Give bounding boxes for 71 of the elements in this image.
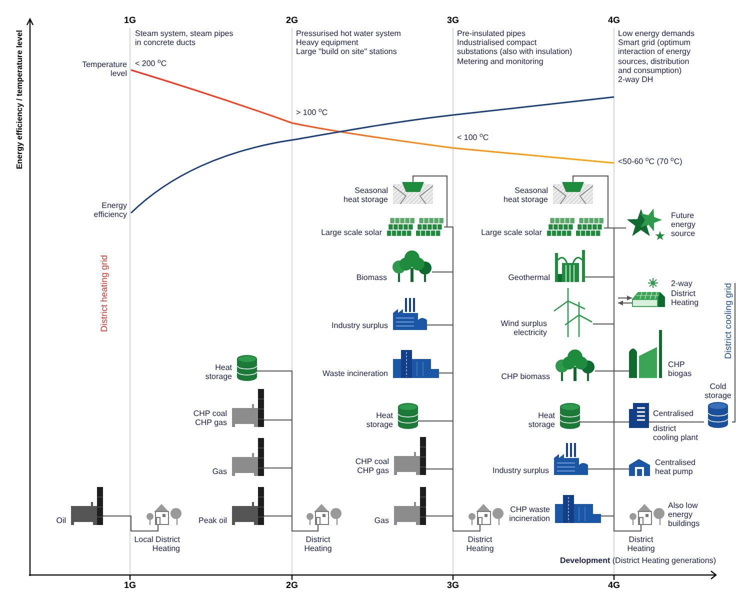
node-label: Heat storage	[365, 410, 393, 429]
node-label: CHP biogas	[668, 360, 693, 378]
node-label: Also low energy buildings	[668, 501, 701, 529]
node-label: Wind surplus electricity	[500, 318, 547, 337]
description-text: Low energy demands	[618, 29, 694, 38]
description-text: Smart grid (optimum interaction of energy sources, distribution and consumption)	[618, 38, 692, 75]
node-label: Centralised heat pump	[655, 458, 696, 476]
node-label: Peak oil	[198, 516, 227, 525]
node-label: Heat storage	[527, 410, 555, 429]
node-label: Geothermal	[508, 272, 550, 282]
pipe-line	[614, 468, 642, 532]
node-label: Industry surplus	[332, 320, 388, 330]
column-heading: 4G	[608, 15, 620, 26]
column-heading: 1G	[124, 15, 136, 26]
node-label: Seasonal heat storage	[502, 186, 548, 204]
node-label: Gas	[212, 466, 227, 476]
node-label: Gas	[374, 516, 389, 525]
node-label: Heat storage	[204, 362, 232, 381]
node-label: CHP coal	[193, 408, 227, 418]
node-label: Oil	[56, 516, 66, 525]
description-text: Steam system, steam pipes in concrete ducts	[135, 29, 234, 48]
pipe-line	[426, 516, 480, 532]
tower-building-icon	[629, 403, 649, 428]
node-label: Waste incineration	[322, 368, 388, 378]
axis-title: Energy efficiency / temperature level	[15, 30, 24, 170]
temperature-value: < 200 $^{o}$C	[135, 59, 167, 68]
grid-label: District heating grid	[99, 255, 110, 332]
node-label: Local District Heating	[133, 535, 180, 554]
node-label: CHP gas	[357, 466, 389, 475]
arrow	[618, 300, 632, 306]
curve-label: Temperature level	[81, 60, 127, 78]
node-label: Cold storage	[704, 382, 732, 400]
description-text: Industrialised compact substations (also with insulation)	[457, 38, 574, 57]
tick-label: 4G	[608, 580, 620, 590]
axis-title: Development (District Heating generations)	[560, 556, 716, 566]
node-label: district cooling plant	[653, 424, 699, 442]
pipe-line	[102, 516, 158, 532]
tick-label: 3G	[446, 580, 459, 590]
node-label: Industry surplus	[492, 466, 549, 475]
temperature-value: <50-60 $^{o}$C (70 $^{o}$C)	[618, 157, 682, 166]
node-label: CHP gas	[195, 418, 227, 427]
column-heading: 2G	[286, 15, 298, 26]
node-label: Seasonal heat storage	[342, 186, 388, 204]
temperature-value: < 100 $^{o}$C	[457, 133, 489, 142]
description-text: Metering and monitoring	[457, 56, 544, 66]
arrow	[618, 296, 632, 300]
node-label: Future energy source	[671, 210, 696, 238]
node-label: 2-way District Heating	[671, 279, 700, 307]
tick-label: 1G	[124, 580, 136, 590]
description-text: Large "build on site" stations	[296, 47, 397, 57]
description-text: Heavy equipment	[296, 38, 358, 48]
node-label: Large scale solar	[481, 228, 542, 237]
description-text: Pre-insulated pipes	[457, 29, 526, 38]
node-label: CHP biomass	[501, 372, 550, 381]
node-label: Large scale solar	[321, 228, 382, 237]
pipe-line	[264, 516, 318, 532]
node-label: Biomass	[356, 272, 387, 282]
description-text: 2-way DH	[618, 74, 654, 84]
curve-label: Energy efficiency	[92, 201, 127, 220]
node-label: CHP waste incineration	[508, 504, 550, 523]
temperature-value: > 100 $^{o}$C	[296, 108, 328, 118]
column-heading: 3G	[446, 15, 459, 26]
node-label: CHP coal	[355, 456, 389, 466]
node-label: District cooling grid	[723, 283, 734, 360]
tick-label: 2G	[286, 580, 298, 590]
pipe-line	[732, 282, 736, 422]
description-text: Pressurised hot water system	[296, 29, 401, 38]
node-label: District Heating	[465, 535, 495, 554]
node-label: District Heating	[626, 535, 656, 554]
node-label: District Heating	[303, 535, 333, 554]
node-label: Centralised	[653, 409, 694, 418]
